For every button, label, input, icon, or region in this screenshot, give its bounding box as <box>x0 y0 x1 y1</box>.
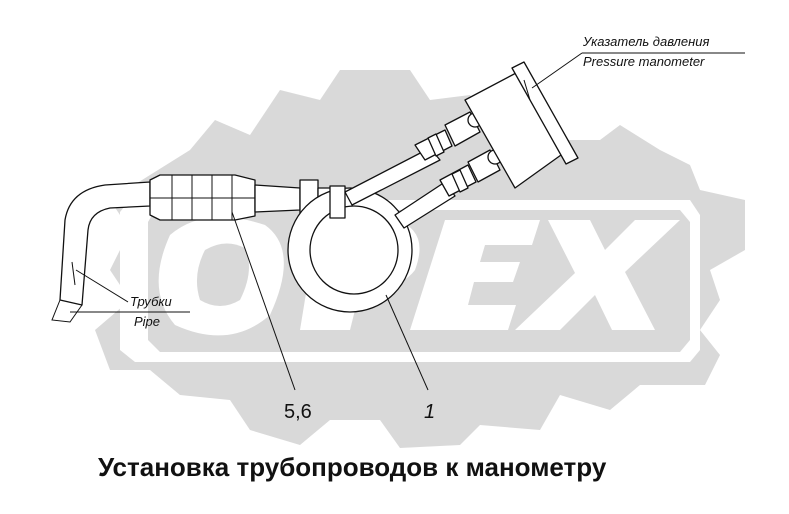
pressure-manometer <box>464 61 579 189</box>
ring-washer <box>287 185 413 313</box>
pressure-label-ru: Указатель давления <box>582 34 709 49</box>
pipe-label-en: Pipe <box>134 314 160 329</box>
part-number-1: 1 <box>424 401 435 423</box>
coupling-nut <box>149 174 336 221</box>
watermark-logo <box>95 70 745 448</box>
figure-title: Установка трубопроводов к манометру <box>98 452 607 482</box>
manometer-tubes <box>344 111 503 229</box>
leader-lines <box>70 52 745 391</box>
part-number-5-6: 5,6 <box>284 401 312 423</box>
pressure-label-en: Pressure manometer <box>583 54 705 69</box>
pipe-label-ru: Трубки <box>130 294 172 309</box>
